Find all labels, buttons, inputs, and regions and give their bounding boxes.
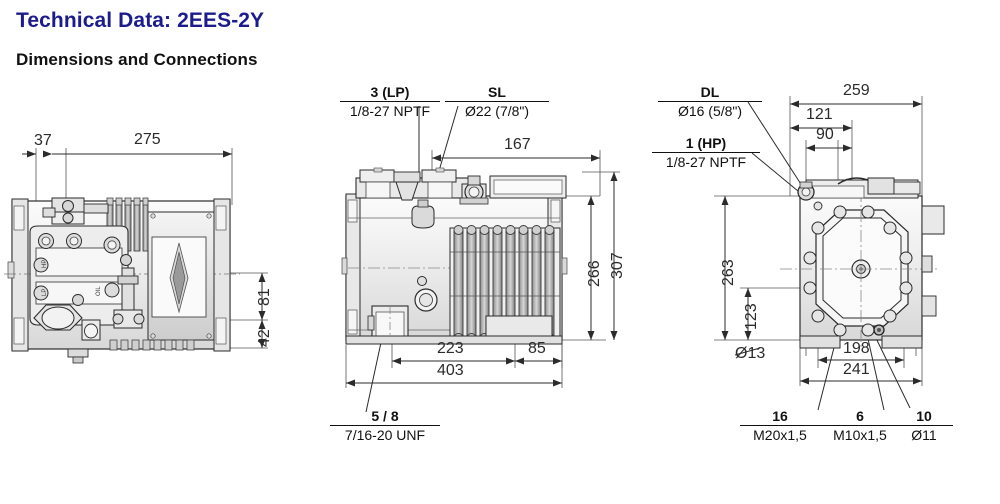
callout-mount-m10-detail: M10x1,5 xyxy=(833,427,887,443)
dim-right-90: 90 xyxy=(816,126,834,143)
callout-mount-m20-title: 16 xyxy=(740,408,820,426)
callout-oil-drain-detail: 7/16-20 UNF xyxy=(344,427,426,443)
callout-mount-m10: 6 M10x1,5 xyxy=(820,408,900,443)
callout-mount-m20: 16 M20x1,5 xyxy=(740,408,820,443)
dim-right-dia13: Ø13 xyxy=(735,345,766,362)
callout-lp-port: 3 (LP) 1/8-27 NPTF xyxy=(340,84,440,119)
callout-hp-port-detail: 1/8-27 NPTF xyxy=(665,154,747,170)
dim-left-37: 37 xyxy=(34,132,52,149)
dim-right-263: 263 xyxy=(720,259,737,286)
dim-right-198: 198 xyxy=(843,340,870,357)
dim-mid-85: 85 xyxy=(528,340,546,357)
svg-text:LP: LP xyxy=(42,289,48,296)
end-view-drawing xyxy=(714,96,945,411)
callout-hp-port: 1 (HP) 1/8-27 NPTF xyxy=(652,135,760,170)
dim-mid-403: 403 xyxy=(437,362,464,379)
dim-mid-307: 307 xyxy=(609,252,626,279)
callout-lp-port-detail: 1/8-27 NPTF xyxy=(349,103,431,119)
callout-discharge-line-title: DL xyxy=(658,84,762,102)
svg-text:HP: HP xyxy=(42,260,48,268)
callout-hole-d11: 10 Ø11 xyxy=(895,408,953,443)
callout-oil-drain: 5 / 8 7/16-20 UNF xyxy=(330,408,440,443)
page-subtitle: Dimensions and Connections xyxy=(16,50,258,69)
callout-oil-drain-title: 5 / 8 xyxy=(330,408,440,426)
dim-right-241: 241 xyxy=(843,361,870,378)
svg-text:OIL: OIL xyxy=(96,286,102,296)
callout-hole-d11-title: 10 xyxy=(895,408,953,426)
callout-lp-port-title: 3 (LP) xyxy=(340,84,440,102)
dim-mid-223: 223 xyxy=(437,340,464,357)
dim-right-121: 121 xyxy=(806,106,833,123)
callout-mount-m10-title: 6 xyxy=(820,408,900,426)
dim-mid-266: 266 xyxy=(586,260,603,287)
callout-suction-line: SL Ø22 (7/8") xyxy=(445,84,549,119)
dim-left-275: 275 xyxy=(134,131,161,148)
callout-discharge-line-detail: Ø16 (5/8") xyxy=(677,103,743,119)
dim-left-42: 42 xyxy=(256,329,273,347)
side-view-drawing xyxy=(341,105,620,413)
callout-hp-port-title: 1 (HP) xyxy=(652,135,760,153)
callout-discharge-line: DL Ø16 (5/8") xyxy=(658,84,762,119)
callout-mount-m20-detail: M20x1,5 xyxy=(753,427,807,443)
page-title: Technical Data: 2EES-2Y xyxy=(16,9,265,32)
front-view-drawing: HP LP OIL xyxy=(4,148,268,364)
dim-right-123: 123 xyxy=(743,303,760,330)
dim-right-259: 259 xyxy=(843,82,870,99)
callout-suction-line-detail: Ø22 (7/8") xyxy=(464,103,530,119)
dim-mid-167: 167 xyxy=(504,136,531,153)
dim-left-81: 81 xyxy=(256,288,273,306)
callout-hole-d11-detail: Ø11 xyxy=(911,427,937,443)
callout-suction-line-title: SL xyxy=(445,84,549,102)
